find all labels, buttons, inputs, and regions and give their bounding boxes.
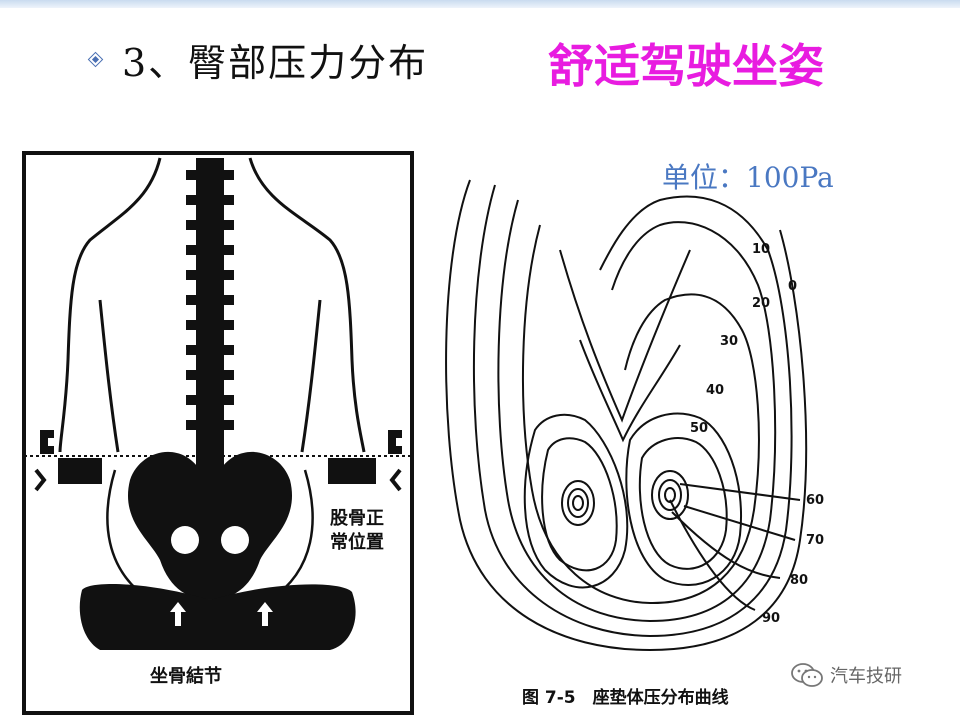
pelvis-bone xyxy=(127,451,293,600)
highlight-title: 舒适驾驶坐姿 xyxy=(548,39,824,93)
contour-label-40: 40 xyxy=(706,383,724,398)
top-stripe xyxy=(0,0,960,8)
contour-40-left xyxy=(523,413,629,589)
pressure-contour-map xyxy=(445,179,808,652)
femur-block-right xyxy=(328,458,376,484)
unit-label: 单位：100Pa xyxy=(662,161,834,194)
pressure-arrows xyxy=(170,602,273,626)
contour-label-60: 60 xyxy=(806,493,824,508)
torso-outline xyxy=(58,157,366,453)
peak-right-outer xyxy=(651,470,689,520)
peak-left-outer xyxy=(561,480,595,526)
contour-10 xyxy=(472,184,793,638)
contour-label-90: 90 xyxy=(762,611,780,626)
peak-left-inner xyxy=(567,488,589,518)
contour-label-10: 10 xyxy=(752,242,770,257)
seat-cushion xyxy=(79,584,356,650)
contour-label-0: 0 xyxy=(788,279,797,294)
contour-40-right xyxy=(625,412,742,586)
contour-notch xyxy=(559,249,691,423)
watermark-text: 汽车技研 xyxy=(830,666,902,687)
contour-label-70: 70 xyxy=(806,533,824,548)
contour-30 xyxy=(521,224,760,605)
bottom-label: 坐骨結节 xyxy=(150,665,222,687)
femur-block-left xyxy=(58,458,102,484)
contour-label-20: 20 xyxy=(752,296,770,311)
leader-90 xyxy=(669,499,756,611)
femur-label-line2: 常位置 xyxy=(330,531,384,553)
watermark: 汽车技研 xyxy=(790,662,902,688)
peak-right-inner xyxy=(658,479,682,511)
peak-left-core xyxy=(572,495,584,511)
contour-label-50: 50 xyxy=(690,421,708,436)
pelvis-hole-left xyxy=(171,526,199,554)
pelvis-hole-right xyxy=(221,526,249,554)
leader-80 xyxy=(671,511,781,579)
left-frame xyxy=(22,151,414,715)
contour-0 xyxy=(445,179,808,652)
leader-60 xyxy=(679,483,801,501)
contour-notch-2 xyxy=(579,339,681,443)
contour-50-left xyxy=(541,437,618,572)
wechat-icon xyxy=(791,663,823,687)
femur-label-line1: 股骨正 xyxy=(329,508,384,529)
contour-label-30: 30 xyxy=(720,334,738,349)
slide-title: 3、臀部压力分布 xyxy=(122,41,429,85)
arm-lines xyxy=(98,299,322,453)
contour-50-right xyxy=(638,437,728,570)
figure-caption: 图 7-5 座垫体压分布曲线 xyxy=(522,688,729,708)
peak-right-core xyxy=(664,487,676,503)
contour-20 xyxy=(497,199,777,623)
contour-label-80: 80 xyxy=(790,573,808,588)
pelvis-illustration: 股骨正 常位置 坐骨結节 xyxy=(22,151,414,715)
side-arrows xyxy=(34,468,402,492)
leader-70 xyxy=(683,505,796,541)
